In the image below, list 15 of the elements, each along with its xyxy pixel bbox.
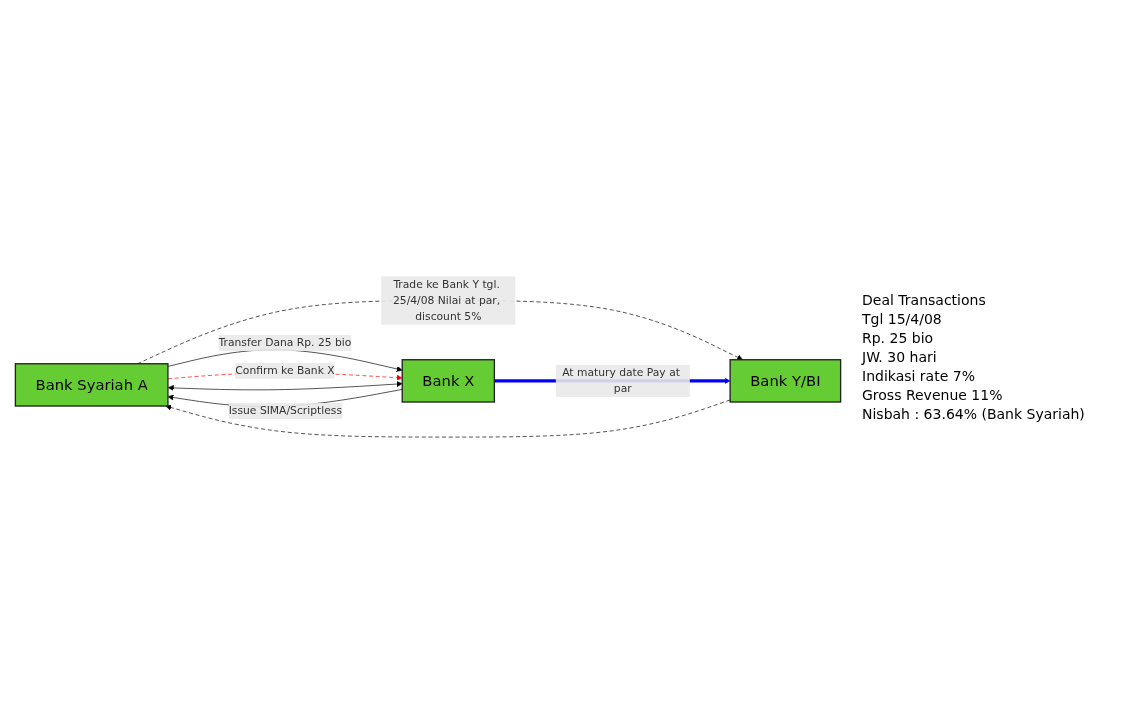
edge-label: Trade ke Bank Y tgl. 25/4/08 Nilai at par, discount 5% — [393, 277, 501, 323]
node-box: Bank Y/BI — [729, 359, 842, 403]
deal-note: Deal Transactions — [862, 292, 987, 308]
edge-label: Transfer Dana Rp. 25 bio — [218, 336, 352, 350]
deal-note: Gross Revenue 11% — [862, 387, 1004, 403]
edge-label: Issue SIMA/Scriptless — [228, 404, 342, 418]
node-box: Bank X — [401, 359, 496, 403]
deal-note: Tgl 15/4/08 — [862, 311, 943, 327]
deal-note: JW. 30 hari — [862, 349, 938, 365]
node-box: Bank Syariah A — [14, 363, 169, 407]
edge-label: Confirm ke Bank X — [235, 364, 335, 378]
deal-note: Indikasi rate 7% — [862, 368, 976, 384]
deal-note: Nisbah : 63.64% (Bank Syariah) — [862, 406, 1086, 422]
deal-note: Rp. 25 bio — [862, 330, 935, 346]
edge-label: At matury date Pay at par — [562, 366, 680, 396]
